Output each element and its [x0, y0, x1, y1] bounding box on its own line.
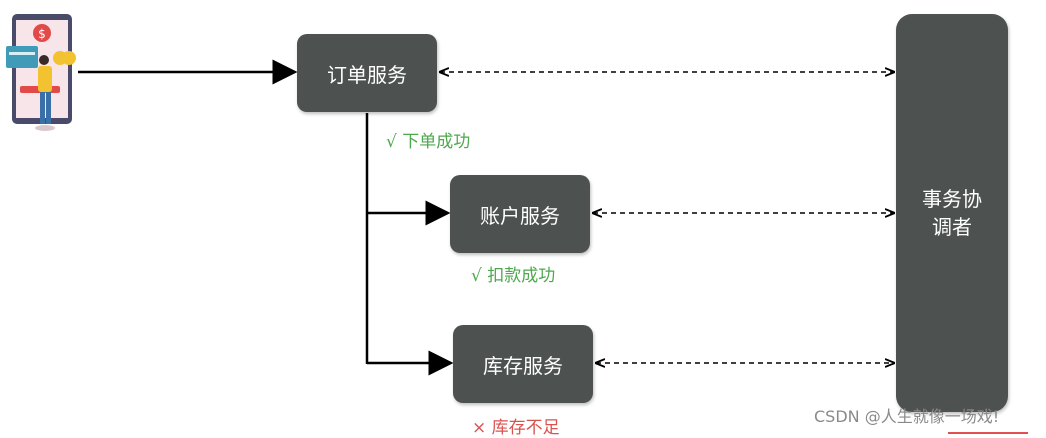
transaction-coordinator-node: 事务协 调者: [896, 14, 1008, 412]
inventory-failure-label: × 库存不足: [472, 418, 560, 438]
inventory-service-node: 库存服务: [453, 325, 593, 403]
account-service-node: 账户服务: [450, 175, 590, 253]
account-success-label: √ 扣款成功: [471, 266, 556, 286]
order-success-label: √ 下单成功: [386, 132, 471, 152]
order-service-node: 订单服务: [297, 34, 437, 112]
watermark: CSDN @人生就像一场戏!: [814, 407, 1000, 426]
phone-payment-user-icon: $: [6, 14, 76, 131]
svg-text:$: $: [38, 27, 46, 41]
watermark-underline: [948, 432, 1028, 434]
